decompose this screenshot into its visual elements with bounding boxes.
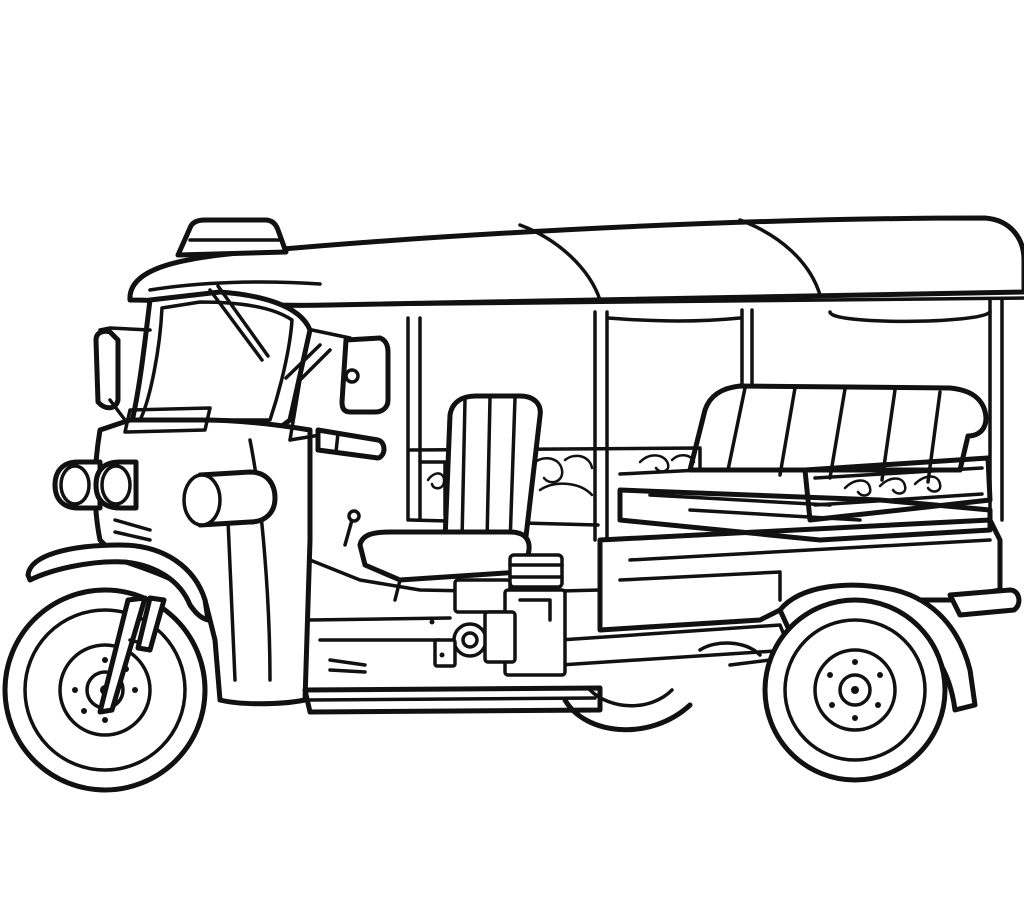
rear-axle-support (698, 641, 772, 667)
rear-wheel (762, 597, 948, 783)
front-fork (97, 595, 167, 715)
gear-lever (343, 509, 361, 547)
rear-ornamental-rail (802, 455, 993, 523)
handlebar-grip (288, 427, 387, 461)
windshield-wiper (208, 284, 270, 362)
right-mirror (284, 328, 391, 442)
roof-sign (175, 217, 289, 258)
engine-block (429, 553, 567, 677)
front-fender (25, 542, 211, 623)
roof-posts (406, 298, 1004, 542)
roof (127, 215, 1024, 308)
left-mirror (93, 326, 152, 422)
side-lamp (182, 469, 278, 528)
headlight-pair (52, 459, 139, 511)
rear-bench-seat (617, 383, 993, 543)
rear-bumper (947, 587, 1022, 618)
